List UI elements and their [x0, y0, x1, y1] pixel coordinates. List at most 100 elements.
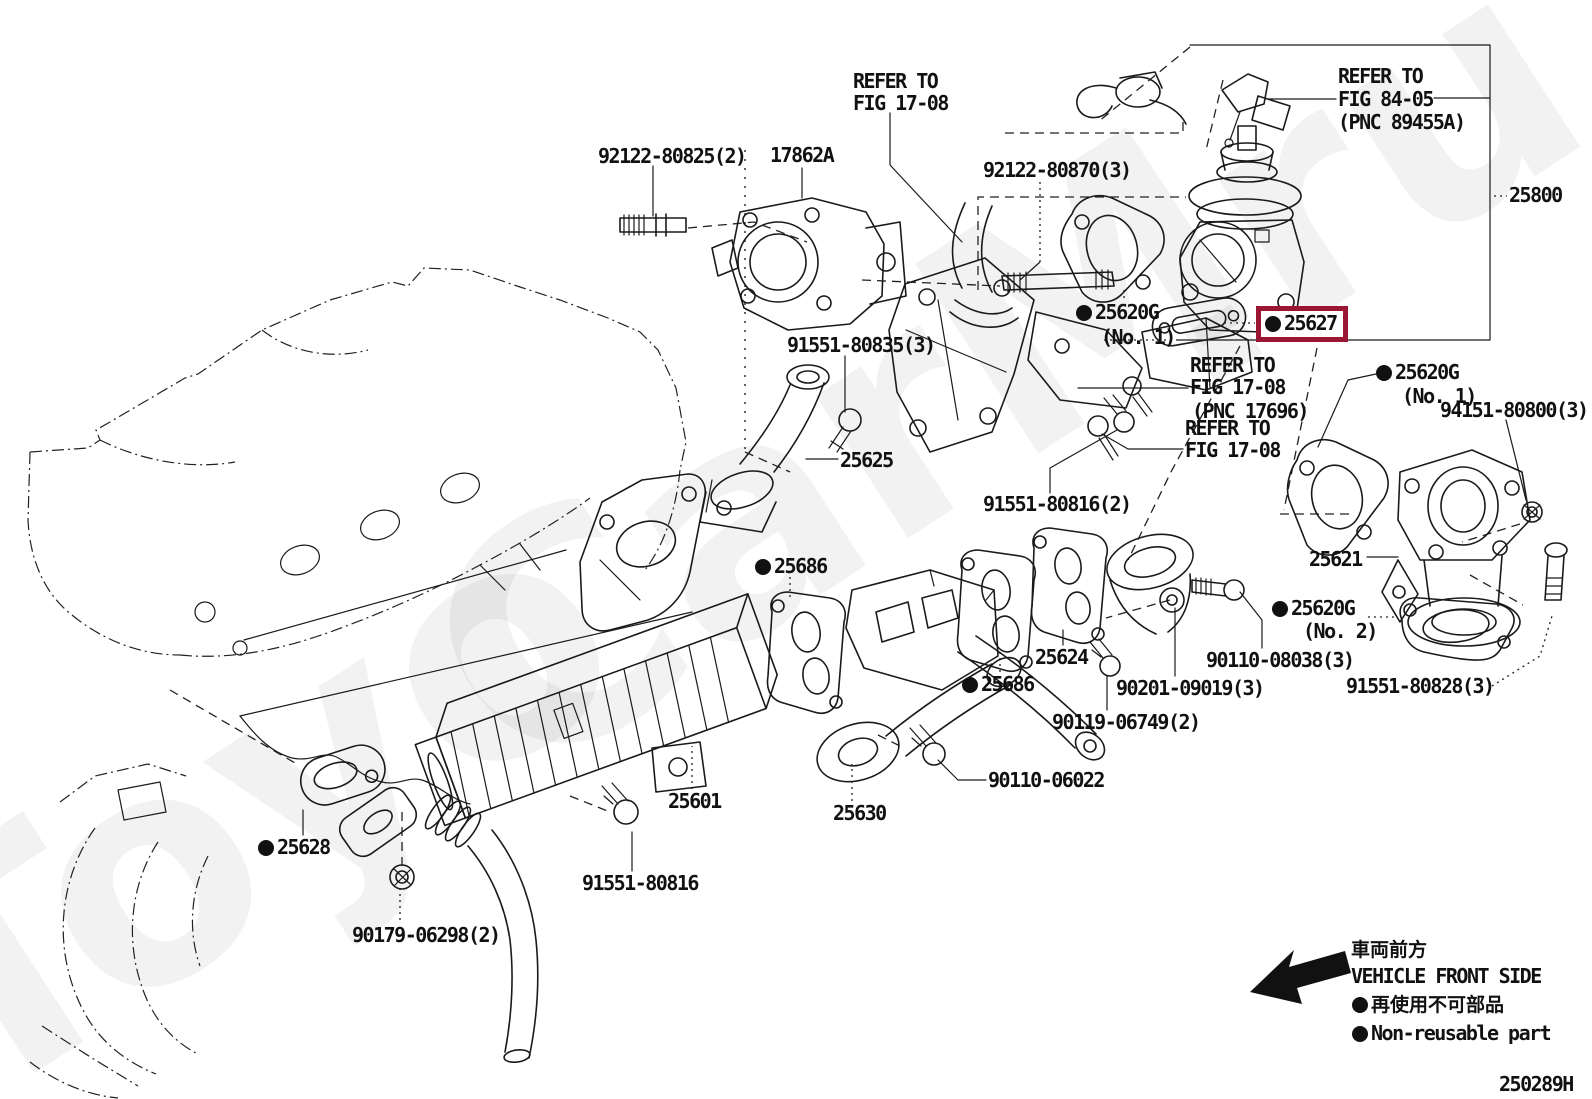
part-25620g-no1-a-text: 25620G — [1095, 300, 1160, 324]
refer-fig1708-top-line1: REFER TO — [853, 69, 939, 93]
washer-90201-drawing — [1159, 587, 1185, 613]
part-94151-80800: 94151-80800(3) — [1440, 398, 1589, 422]
part-25628-text: 25628 — [277, 835, 331, 859]
part-25625: 25625 — [840, 450, 894, 471]
refer-fig8405-line1-text: REFER TO — [1338, 64, 1424, 88]
legend-nonreusable-jp: 再使用不可部品 — [1352, 994, 1505, 1016]
part-25620g-no2-sub-text: (No. 2) — [1303, 619, 1378, 643]
non-reusable-dot — [258, 840, 274, 856]
refer-fig1708-mid-line2: FIG 17-08 — [1190, 375, 1286, 399]
egr-cooler-25601-drawing — [338, 593, 778, 1064]
part-90179-06298: 90179-06298(2) — [352, 925, 501, 946]
gasket-25686-a-drawing — [766, 591, 846, 714]
refer-fig1708-low-line2-text: FIG 17-08 — [1185, 438, 1281, 462]
part-92122-80870: 92122-80870(3) — [983, 158, 1132, 182]
part-25686-b-text: 25686 — [981, 672, 1035, 696]
part-90110-06022: 90110-06022 — [988, 768, 1105, 792]
bolt-90110-06022-drawing — [909, 724, 946, 766]
legend-nonreusable-en-text: Non-reusable part — [1371, 1021, 1552, 1045]
part-92122-80870-text: 92122-80870(3) — [983, 158, 1132, 182]
nut-90179-drawing — [389, 864, 415, 890]
gasket-25686-b-drawing — [956, 549, 1036, 672]
part-90119-06749: 90119-06749(2) — [1052, 710, 1201, 734]
non-reusable-dot — [962, 677, 978, 693]
refer-fig1708-mid-line2-text: FIG 17-08 — [1190, 375, 1286, 399]
refer-fig1708-low-line1: REFER TO — [1185, 416, 1271, 440]
part-90201-09019-text: 90201-09019(3) — [1116, 676, 1265, 700]
non-reusable-dot — [1265, 316, 1281, 332]
vsv-drawing — [1076, 71, 1187, 125]
part-91551-80835: 91551-80835(3) — [787, 335, 936, 356]
part-25800-text: 25800 — [1509, 183, 1563, 207]
gasket-25627-drawing — [1151, 297, 1247, 347]
stud-92122-80825-drawing — [619, 213, 687, 237]
bolt-91551-80828-drawing — [1544, 542, 1568, 601]
doc-code-text: 250289H — [1499, 1072, 1574, 1096]
gasket-25628-drawing — [299, 744, 386, 806]
part-25601: 25601 — [668, 791, 722, 812]
bolt-91551-80835-drawing — [828, 408, 862, 453]
refer-fig1708-low-line1-text: REFER TO — [1185, 416, 1271, 440]
legend-nonreusable-en: Non-reusable part — [1352, 1021, 1552, 1045]
part-91551-80816-text: 91551-80816 — [582, 871, 699, 895]
manifold-block-drawing — [845, 569, 1106, 761]
non-reusable-dot — [1272, 601, 1288, 617]
part-25621: 25621 — [1309, 547, 1363, 571]
part-25620g-no1-a-sub: (No. 1) — [1101, 327, 1176, 348]
part-17862a-text: 17862A — [770, 143, 835, 167]
part-91551-80816: 91551-80816 — [582, 871, 699, 895]
part-90110-08038-text: 90110-08038(3) — [1206, 648, 1355, 672]
throttle-body-17862a-drawing — [711, 197, 907, 331]
refer-fig1708-top-line2: FIG 17-08 — [853, 93, 949, 114]
part-25620g-no2: 25620G — [1272, 596, 1356, 620]
part-17862a: 17862A — [770, 143, 835, 167]
part-91551-80828: 91551-80828(3) — [1346, 676, 1495, 697]
legend-front-jp: 車両前方 — [1351, 940, 1427, 961]
refer-fig8405-line3-text: (PNC 89455A) — [1338, 110, 1466, 134]
refer-fig8405-line2-text: FIG 84-05 — [1338, 87, 1434, 111]
part-94151-80800-text: 94151-80800(3) — [1440, 398, 1589, 422]
part-25620g-no2-text: 25620G — [1291, 596, 1356, 620]
part-90119-06749-text: 90119-06749(2) — [1052, 710, 1201, 734]
gasket-25620g-no1-a-drawing — [1060, 194, 1165, 303]
non-reusable-dot — [1076, 305, 1092, 321]
leader-lines — [302, 97, 1553, 923]
part-25621-text: 25621 — [1309, 547, 1363, 571]
refer-fig8405-line2: FIG 84-05 — [1338, 87, 1434, 111]
part-25628: 25628 — [258, 835, 331, 859]
refer-fig1708-mid-line3: (PNC 17696) — [1192, 399, 1309, 423]
non-reusable-dot — [1352, 997, 1368, 1013]
refer-fig1708-top-line1-text: REFER TO — [853, 69, 939, 93]
part-90110-08038: 90110-08038(3) — [1206, 648, 1355, 672]
bolt-90110-08038-drawing — [1191, 577, 1245, 601]
part-25686-a-text: 25686 — [774, 554, 828, 578]
legend-front-en-text: VEHICLE FRONT SIDE — [1351, 964, 1542, 988]
part-25624-text: 25624 — [1035, 645, 1089, 669]
legend-nonreusable-jp-text: 再使用不可部品 — [1371, 994, 1505, 1016]
engine-outline — [27, 267, 706, 1099]
egr-inlet-pipe-25621-drawing — [1381, 449, 1531, 647]
part-92122-80825-text: 92122-80825(2) — [598, 144, 747, 168]
gasket-25620g-no1-b-drawing — [1286, 438, 1389, 556]
refer-fig1708-mid-line1: REFER TO — [1190, 353, 1276, 377]
cooler-hose-drawing — [338, 786, 539, 1064]
bolt-91551-80816-drawing — [601, 782, 639, 825]
refer-fig1708-mid-line3-text: (PNC 17696) — [1192, 399, 1309, 423]
part-25624: 25624 — [1035, 645, 1089, 669]
non-reusable-dot — [1376, 365, 1392, 381]
refer-fig8405-line1: REFER TO — [1338, 64, 1424, 88]
bracket-17696-drawing — [888, 257, 1253, 461]
part-92122-80825: 92122-80825(2) — [598, 144, 747, 168]
refer-fig1708-mid-line1-text: REFER TO — [1190, 353, 1276, 377]
part-25627-text: 25627 — [1284, 311, 1338, 335]
gasket-25624-drawing — [1030, 527, 1194, 644]
vehicle-front-arrow — [1250, 950, 1351, 1004]
doc-code: 250289H — [1499, 1072, 1574, 1096]
part-90201-09019: 90201-09019(3) — [1116, 676, 1265, 700]
legend-front-en: VEHICLE FRONT SIDE — [1351, 964, 1542, 988]
part-90110-06022-text: 90110-06022 — [988, 768, 1105, 792]
part-25620g-no1-b-text: 25620G — [1395, 360, 1460, 384]
part-25686-b: 25686 — [962, 672, 1035, 696]
